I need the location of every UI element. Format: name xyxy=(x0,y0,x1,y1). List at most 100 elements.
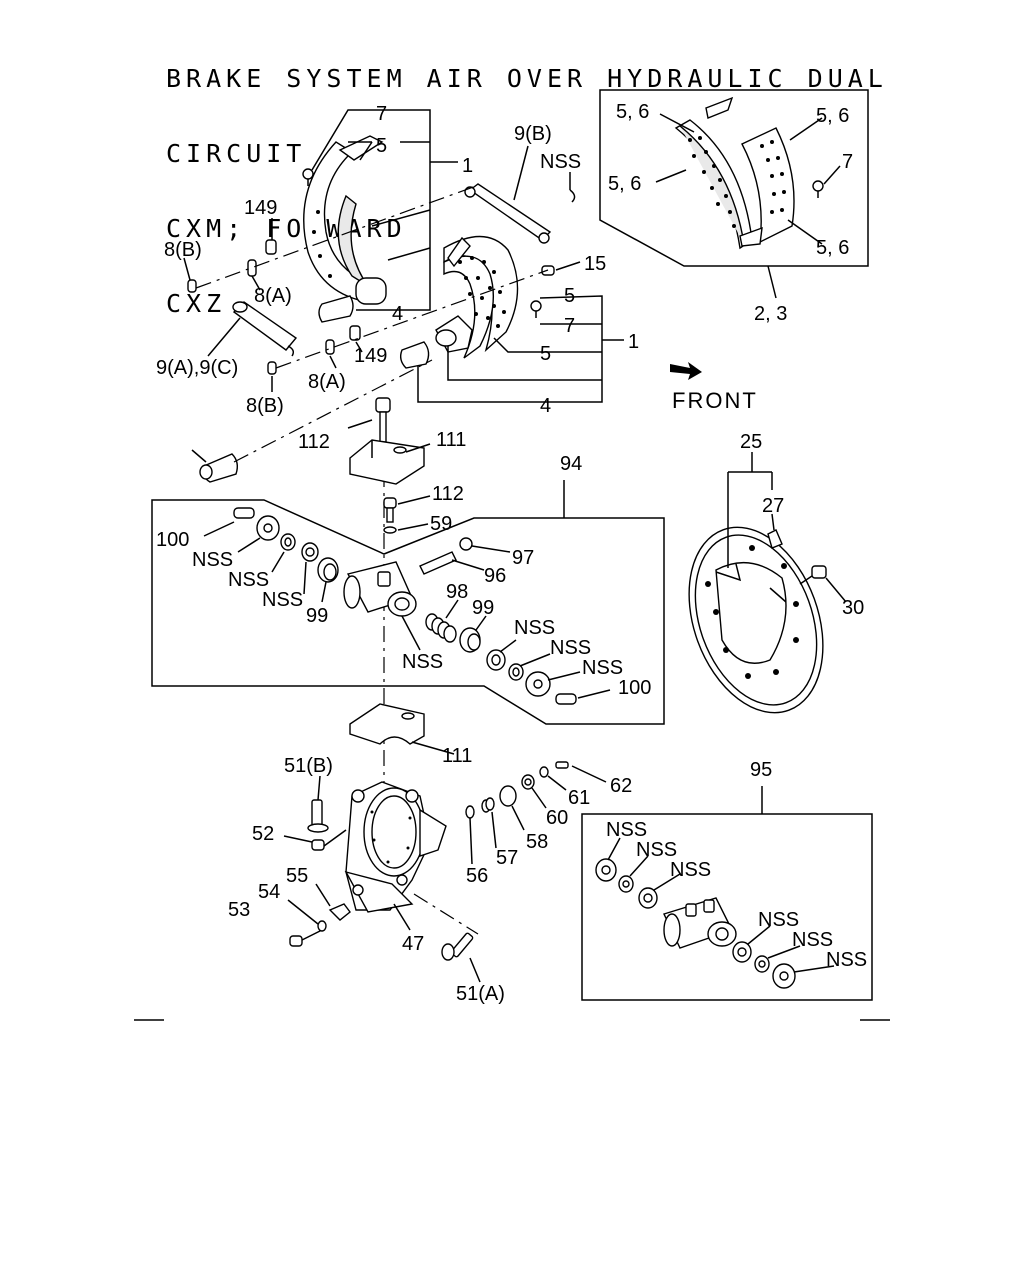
label-51a: 51(A) xyxy=(456,983,505,1005)
label-7-top: 7 xyxy=(376,103,387,125)
label-100-r: 100 xyxy=(618,677,651,699)
front-arrow-icon xyxy=(670,362,702,380)
label-5-r2: 5 xyxy=(540,343,551,365)
label-112-b: 112 xyxy=(432,483,464,505)
center-line-4 xyxy=(413,893,479,935)
label-30: 30 xyxy=(842,597,864,619)
label-58: 58 xyxy=(526,831,548,853)
pin-100-right xyxy=(555,693,577,705)
anchor-pin-9a-9c xyxy=(232,301,298,357)
lower-rivet-7 xyxy=(530,300,542,318)
pin-11 xyxy=(199,453,239,483)
title-line-1: BRAKE SYSTEM AIR OVER HYDRAULIC DUAL xyxy=(166,64,888,93)
bolt-51b xyxy=(307,799,329,833)
cup-99-right xyxy=(459,627,481,653)
label-nss-95-5: NSS xyxy=(792,929,833,951)
label-nss-9b: NSS xyxy=(540,151,581,173)
label-5-r1: 5 xyxy=(564,285,575,307)
pin-8b-a xyxy=(187,279,197,293)
upper-pin-4 xyxy=(318,295,354,323)
label-111-a: 111 xyxy=(436,429,466,451)
label-53: 53 xyxy=(228,899,250,921)
label-100-l: 100 xyxy=(156,529,189,551)
brake-spider-47 xyxy=(344,781,447,913)
label-5-6-a: 5, 6 xyxy=(616,101,649,123)
label-27: 27 xyxy=(762,495,784,517)
adjuster-149-a xyxy=(265,239,277,255)
label-8a-a: 8(A) xyxy=(254,285,292,307)
washer-59 xyxy=(383,526,397,534)
label-97: 97 xyxy=(512,547,534,569)
inset-rivet-7 xyxy=(812,180,824,198)
kit-boot-1 xyxy=(595,858,617,882)
bolt-53 xyxy=(289,929,323,947)
cup-99-left xyxy=(317,557,339,583)
kit-seal-3 xyxy=(638,887,658,909)
label-nss-l1: NSS xyxy=(192,549,233,571)
kit-seal-4 xyxy=(732,941,752,963)
piston-58 xyxy=(499,785,517,807)
center-line-2 xyxy=(275,269,549,369)
pin-8a-b xyxy=(325,339,335,355)
label-54: 54 xyxy=(258,881,280,903)
label-112-a: 112 xyxy=(298,431,330,453)
lining-inset-frame xyxy=(599,89,869,267)
left-lining-shoe xyxy=(674,96,753,250)
label-99-r: 99 xyxy=(472,597,494,619)
diagram-title: BRAKE SYSTEM AIR OVER HYDRAULIC DUAL CIR… xyxy=(166,16,888,341)
label-nss-r3: NSS xyxy=(582,657,623,679)
bolt-51a xyxy=(441,932,474,961)
label-149-b: 149 xyxy=(354,345,387,367)
label-nss-95-3: NSS xyxy=(670,859,711,881)
label-9b: 9(B) xyxy=(514,123,552,145)
label-8b-a: 8(B) xyxy=(164,239,202,261)
label-60: 60 xyxy=(546,807,568,829)
title-line-2: CIRCUIT xyxy=(166,139,307,168)
label-nss-95-1: NSS xyxy=(606,819,647,841)
title-line-3: CXM; FORWARD xyxy=(166,214,407,243)
label-96: 96 xyxy=(484,565,506,587)
lining-kit-inset: 5, 6 5, 6 5, 6 5, 6 7 2, 3 xyxy=(599,89,869,325)
washer-61 xyxy=(539,766,549,778)
screw-62 xyxy=(555,761,569,769)
label-4-r: 4 xyxy=(540,395,551,417)
kit-seal-5 xyxy=(754,955,770,973)
label-51b: 51(B) xyxy=(284,755,333,777)
label-62: 62 xyxy=(610,775,632,797)
label-56: 56 xyxy=(466,865,488,887)
label-nss-95-2: NSS xyxy=(636,839,677,861)
label-2-3: 2, 3 xyxy=(754,303,787,325)
seal-nss-l2 xyxy=(280,533,296,551)
label-7-r: 7 xyxy=(564,315,575,337)
label-111-b: 111 xyxy=(442,745,472,767)
bracket-111-lower xyxy=(349,703,425,745)
upper-brake-shoe xyxy=(303,135,387,305)
label-8a-b: 8(A) xyxy=(308,371,346,393)
bolt-52 xyxy=(311,829,347,851)
backing-plate xyxy=(688,526,824,714)
label-5-6-b: 5, 6 xyxy=(608,173,641,195)
spring-98 xyxy=(425,613,457,643)
title-line-4: CXZ xyxy=(166,289,227,318)
spring-57 xyxy=(481,797,495,813)
label-98: 98 xyxy=(446,581,468,603)
label-52: 52 xyxy=(252,823,274,845)
seal-nss-l3 xyxy=(301,542,319,562)
label-47: 47 xyxy=(402,933,424,955)
label-57: 57 xyxy=(496,847,518,869)
cylinder-kit-frame-95 xyxy=(581,813,873,1001)
pin-8b-b xyxy=(267,361,277,375)
cylinder-body-left xyxy=(343,561,417,617)
clip-55 xyxy=(328,903,351,921)
lower-brake-shoe xyxy=(435,235,519,359)
bracket-111-upper xyxy=(349,439,425,485)
label-nss-95-4: NSS xyxy=(758,909,799,931)
label-nss-c: NSS xyxy=(402,651,443,673)
label-25: 25 xyxy=(740,431,762,453)
label-99-l: 99 xyxy=(306,605,328,627)
seal-60 xyxy=(521,774,535,790)
label-55: 55 xyxy=(286,865,308,887)
label-61: 61 xyxy=(568,787,590,809)
kit-cylinder-body xyxy=(663,897,737,949)
